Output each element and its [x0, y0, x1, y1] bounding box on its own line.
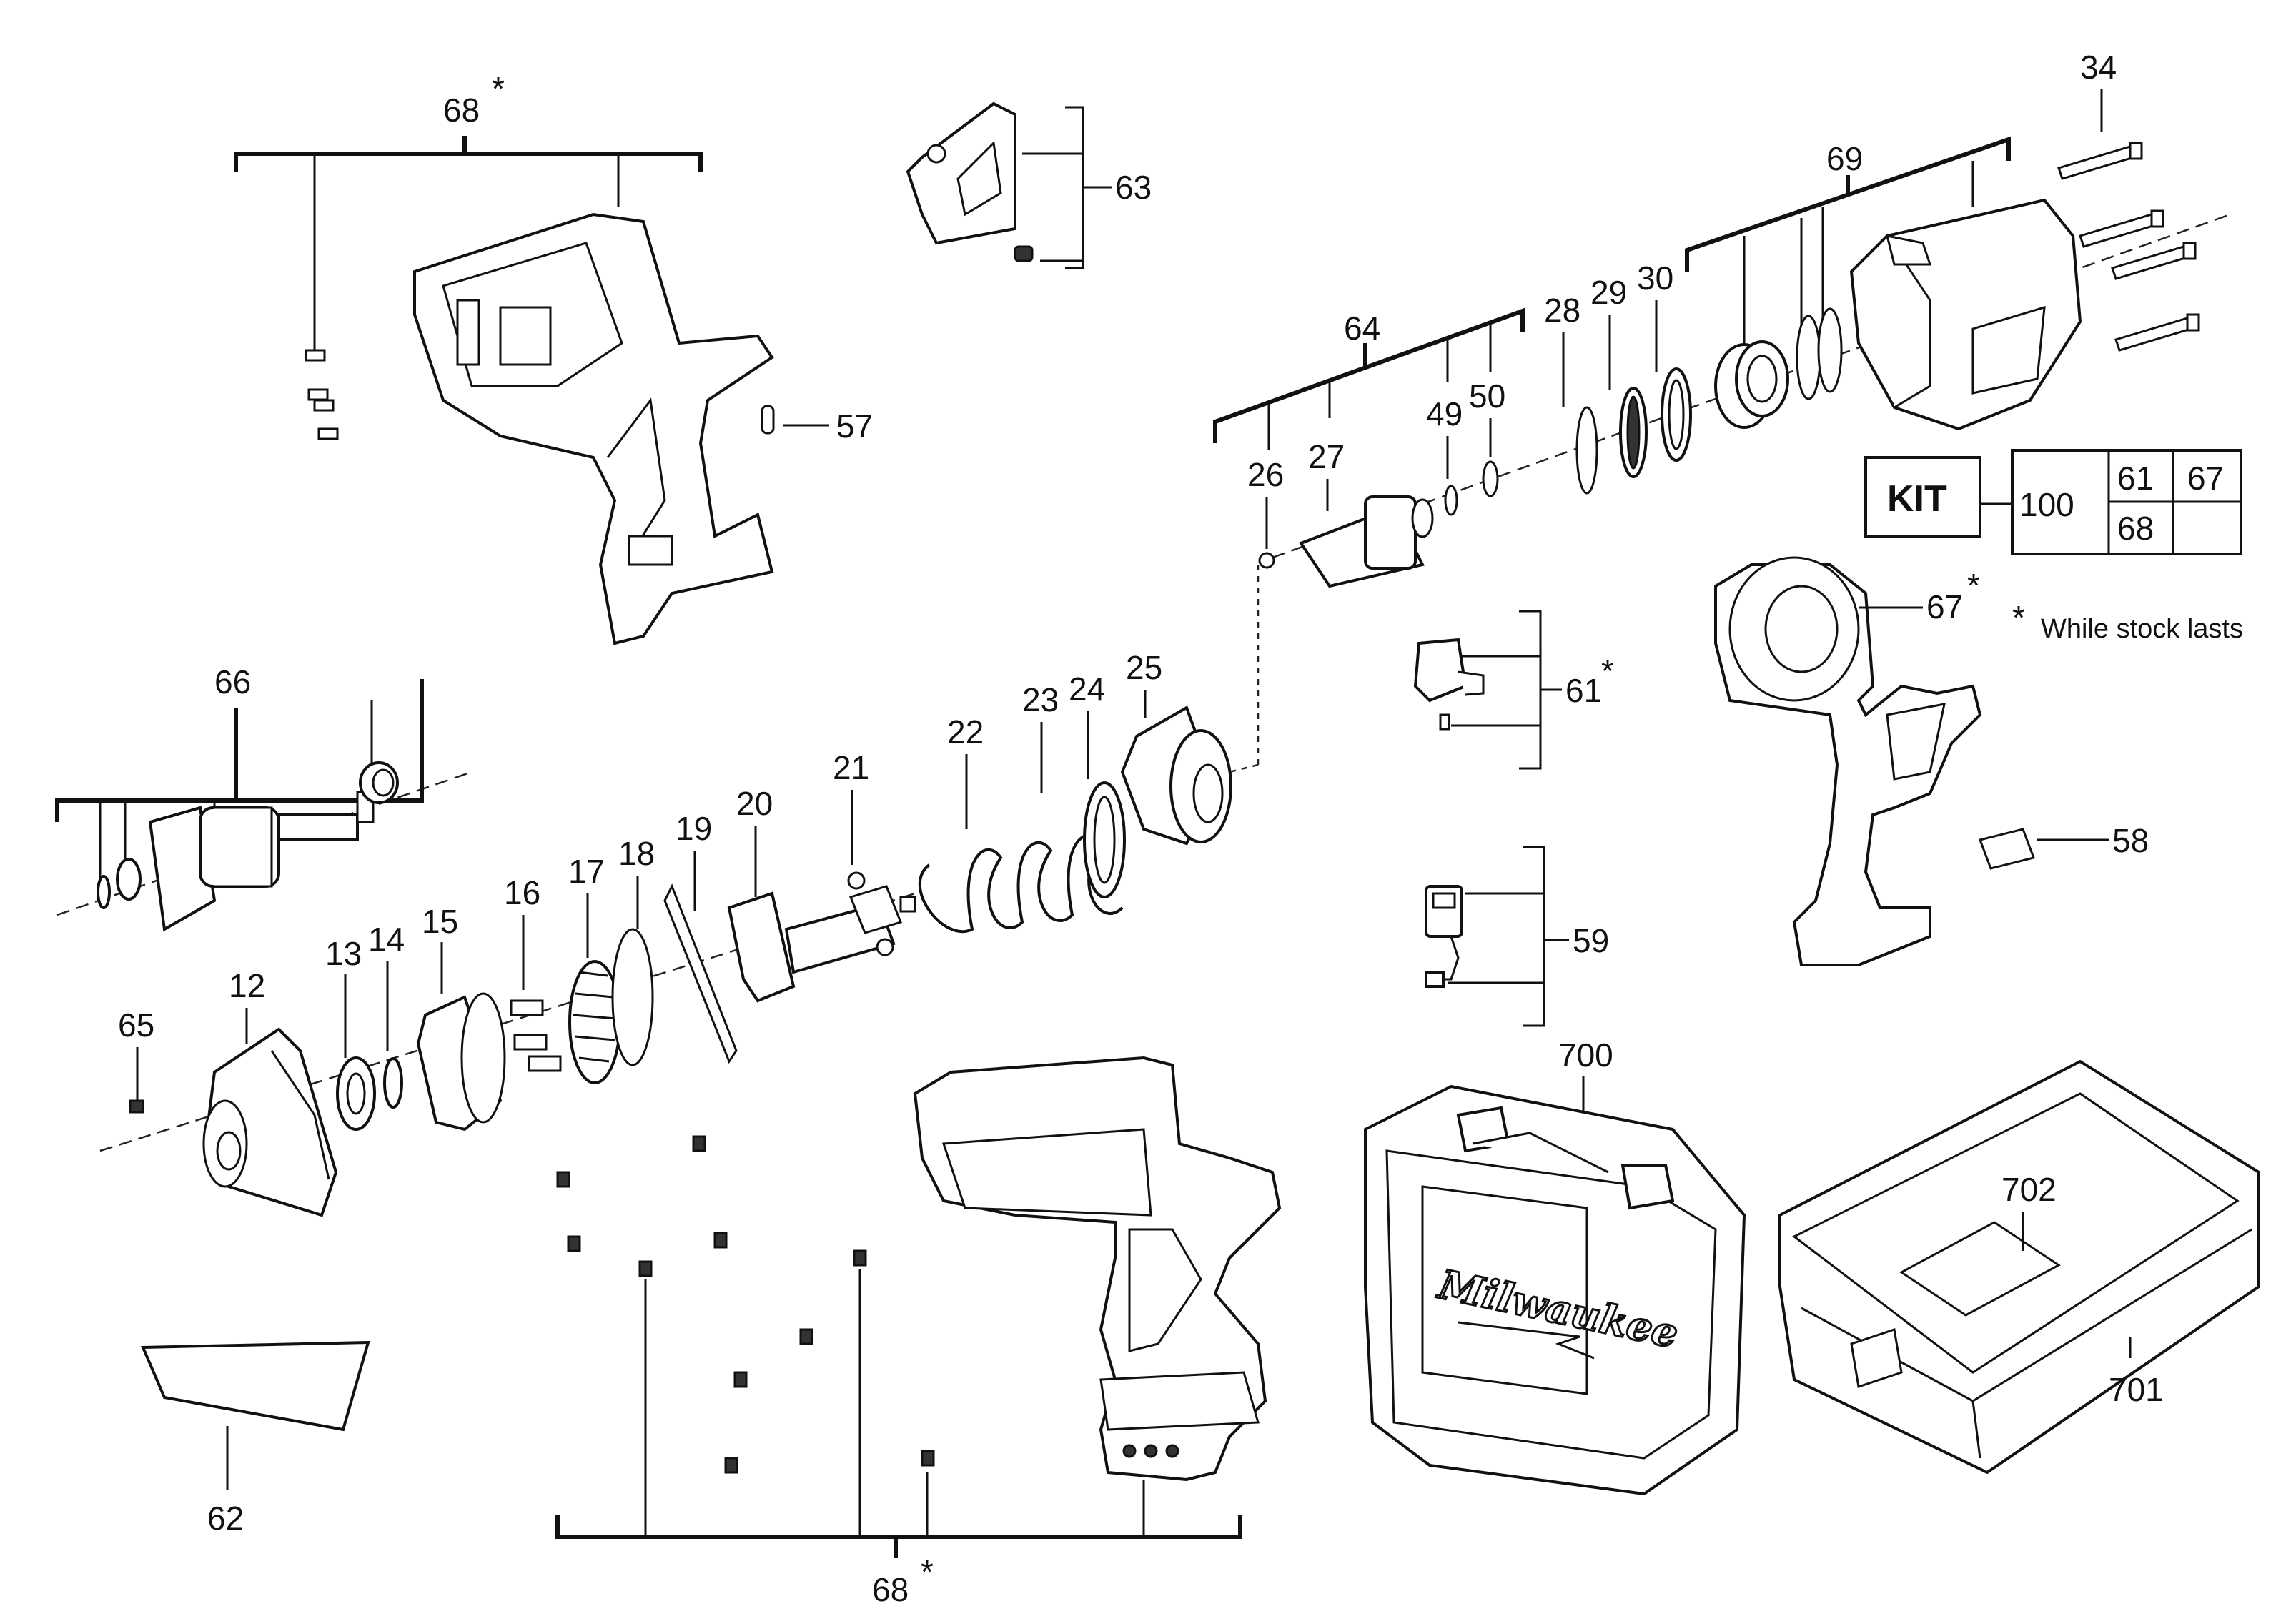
label-67: 67 [1926, 588, 1963, 625]
rotor-assembly [97, 761, 399, 932]
part-66-group: 66 [55, 663, 424, 932]
label-21: 21 [833, 749, 869, 786]
label-16: 16 [504, 874, 540, 911]
label-30: 30 [1637, 259, 1673, 297]
label-64: 64 [1344, 310, 1380, 347]
label-49: 49 [1426, 395, 1463, 432]
part-15: 15 [416, 903, 506, 1132]
part-701-case: 702 701 [1778, 1059, 2260, 1475]
part-700-case: 700 Milwaukee [1364, 1036, 1746, 1496]
part-57: 57 [761, 405, 873, 445]
label-14: 14 [368, 921, 405, 958]
label-19: 19 [676, 810, 712, 847]
label-12: 12 [229, 967, 265, 1004]
label-13: 13 [325, 935, 362, 972]
label-28: 28 [1544, 292, 1580, 329]
label-69: 69 [1826, 140, 1863, 177]
label-15: 15 [422, 903, 458, 940]
part-63-group: 63 [906, 102, 1152, 269]
label-24: 24 [1069, 670, 1105, 708]
part-49: 49 [1426, 395, 1463, 516]
part-21: 21 [833, 749, 894, 956]
label-34: 34 [2080, 49, 2117, 86]
kit-table: KIT 100 61 67 68 [1864, 449, 2242, 555]
label-17: 17 [568, 853, 605, 890]
label-63: 63 [1115, 169, 1152, 206]
part-27: 27 [1298, 438, 1434, 588]
label-701: 701 [2109, 1371, 2164, 1408]
part-61-group: 61 * [1413, 610, 1614, 770]
label-27: 27 [1308, 438, 1345, 475]
kit-label: KIT [1887, 478, 1947, 520]
part-69-group: 69 [1685, 136, 2082, 431]
part-12: 12 [202, 967, 338, 1217]
part-64-group: 64 [1213, 307, 1525, 450]
kit-cell-68: 68 [2117, 510, 2154, 547]
asterisk-68-bottom: * [921, 1553, 934, 1590]
asterisk-61: * [1601, 653, 1614, 690]
part-25: 25 [1120, 649, 1232, 846]
nose-cover [1849, 198, 2082, 431]
label-57: 57 [836, 407, 873, 445]
label-22: 22 [947, 713, 984, 751]
kit-cell-61: 61 [2117, 460, 2154, 497]
kit-number: 100 [2019, 486, 2074, 523]
part-17: 17 [568, 853, 621, 1084]
part-58: 58 [1979, 822, 2149, 870]
label-29: 29 [1590, 274, 1627, 311]
label-26: 26 [1247, 456, 1284, 493]
label-702: 702 [2001, 1171, 2057, 1208]
part-29: 29 [1590, 274, 1648, 478]
screw-set [2057, 142, 2200, 352]
label-25: 25 [1126, 649, 1162, 686]
part-24: 24 [1069, 670, 1126, 898]
label-61: 61 [1565, 672, 1602, 709]
part-65: 65 [118, 1006, 154, 1114]
housing-half-left [413, 212, 774, 645]
part-68-top-group: 68 * [234, 70, 774, 645]
label-65: 65 [118, 1006, 154, 1044]
label-66: 66 [214, 663, 251, 700]
part-68-bottom-group [913, 1056, 1282, 1482]
label-700: 700 [1558, 1036, 1613, 1074]
part-68-bottom-bracket: 68 * [555, 1269, 1242, 1608]
part-16: 16 [504, 874, 562, 1072]
part-62: 62 [140, 1340, 370, 1537]
label-20: 20 [736, 785, 773, 822]
note-asterisk: * [2012, 599, 2025, 636]
small-pins [305, 349, 339, 440]
bushing [1714, 340, 1789, 429]
label-18: 18 [618, 835, 655, 872]
part-26: 26 [1247, 456, 1284, 569]
label-59: 59 [1573, 922, 1609, 959]
part-14: 14 [368, 921, 405, 1109]
label-68-bottom: 68 [872, 1571, 909, 1608]
part-67: 67 * [1714, 556, 1982, 966]
label-23: 23 [1022, 681, 1059, 718]
housing-screws [556, 1135, 935, 1474]
part-20: 20 [727, 785, 916, 1003]
part-34: 34 [2057, 49, 2200, 352]
note-text: While stock lasts [2041, 614, 2243, 644]
part-50: 50 [1469, 377, 1505, 497]
asterisk-68-top: * [492, 70, 505, 107]
asterisk-67: * [1967, 567, 1980, 604]
part-59-group: 59 [1425, 846, 1609, 1027]
part-28: 28 [1544, 292, 1598, 495]
kit-cell-67: 67 [2187, 460, 2224, 497]
stock-note: * While stock lasts [2012, 599, 2243, 644]
part-13: 13 [325, 935, 376, 1131]
part-19: 19 [663, 810, 738, 1064]
part-23: 23 [1022, 681, 1059, 793]
part-30: 30 [1637, 259, 1692, 462]
label-58: 58 [2112, 822, 2149, 859]
part-18: 18 [611, 835, 655, 1066]
label-68-top: 68 [443, 91, 480, 129]
label-62: 62 [207, 1500, 244, 1537]
label-50: 50 [1469, 377, 1505, 415]
